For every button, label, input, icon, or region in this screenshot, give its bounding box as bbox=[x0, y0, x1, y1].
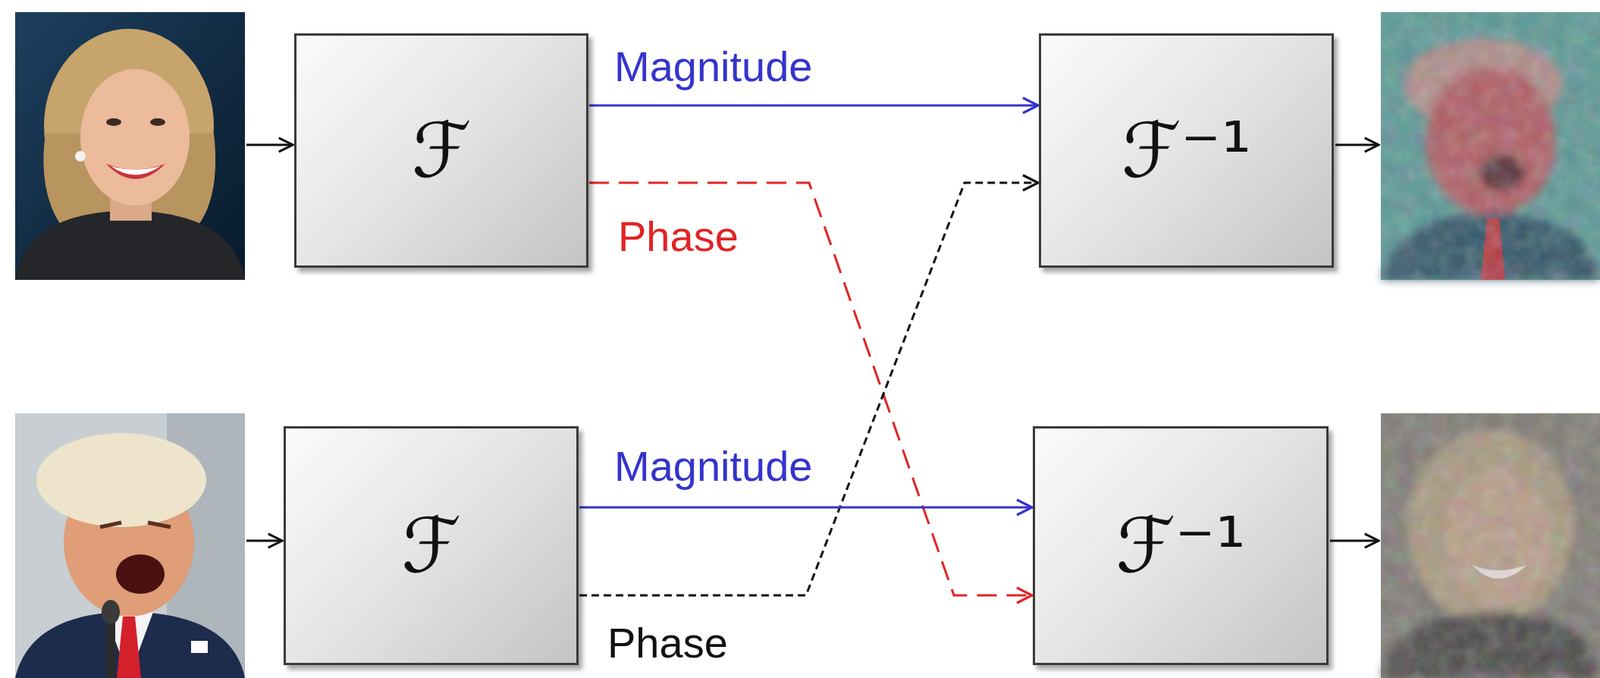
edge-label: Phase bbox=[618, 212, 739, 261]
signal-connector bbox=[579, 182, 1039, 596]
transform-symbol: ℱ bbox=[411, 109, 472, 193]
edge-label: Magnitude bbox=[614, 42, 813, 91]
eye bbox=[106, 118, 122, 126]
eye bbox=[150, 118, 166, 126]
eye bbox=[100, 522, 122, 528]
output-arrow bbox=[1335, 144, 1379, 147]
process-box: ℱ⁻¹ bbox=[1038, 33, 1334, 268]
input-portrait bbox=[15, 12, 245, 280]
output-arrow bbox=[1330, 539, 1379, 543]
open-mouth bbox=[116, 554, 165, 594]
signal-connector bbox=[589, 182, 1033, 596]
noise bbox=[1380, 413, 1600, 678]
suit bbox=[15, 611, 245, 678]
earring bbox=[75, 150, 86, 162]
signal-connector bbox=[579, 506, 1033, 509]
process-box: ℱ bbox=[283, 426, 579, 666]
process-box: ℱ⁻¹ bbox=[1032, 426, 1329, 666]
input-portrait bbox=[15, 413, 245, 678]
edge-label: Phase bbox=[607, 618, 728, 668]
process-box: ℱ bbox=[294, 33, 589, 268]
signal-connector bbox=[589, 104, 1039, 107]
transform-symbol: ℱ bbox=[401, 504, 462, 588]
tie bbox=[116, 616, 142, 678]
edge-label: Magnitude bbox=[614, 442, 813, 491]
transform-symbol: ℱ⁻¹ bbox=[1115, 504, 1246, 588]
photo-ground bbox=[1380, 413, 1600, 678]
photo-ground bbox=[15, 12, 245, 280]
noise bbox=[1380, 12, 1600, 280]
eye bbox=[147, 522, 171, 528]
input-arrow bbox=[246, 144, 293, 147]
photo-ground bbox=[1380, 12, 1600, 280]
microphone bbox=[101, 599, 120, 625]
output-image bbox=[1380, 413, 1600, 678]
transform-symbol: ℱ⁻¹ bbox=[1121, 109, 1252, 193]
face bbox=[80, 69, 190, 206]
output-image bbox=[1380, 12, 1600, 280]
hair bbox=[36, 432, 207, 528]
teeth bbox=[110, 166, 161, 176]
jacket bbox=[15, 210, 245, 280]
input-arrow bbox=[246, 539, 283, 543]
lips bbox=[106, 163, 166, 179]
photo-ground bbox=[15, 413, 245, 678]
pin bbox=[191, 640, 208, 653]
